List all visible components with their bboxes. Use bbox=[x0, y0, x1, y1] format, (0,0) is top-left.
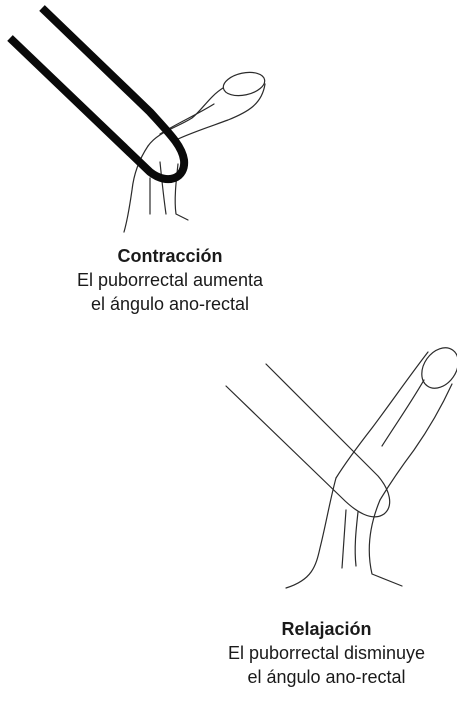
anal-canal-right-1 bbox=[159, 161, 167, 215]
puborectalis-muscle-contracted bbox=[7, 5, 189, 184]
rectum-wall-left-relaxed bbox=[335, 351, 429, 479]
contraction-title: Contracción bbox=[117, 246, 223, 266]
rectum-lower-wall bbox=[175, 83, 266, 141]
relaxation-description-line1: El puborrectal disminuye bbox=[227, 643, 426, 663]
relaxation-title: Relajación bbox=[281, 619, 372, 639]
anal-canal-left-relaxed bbox=[285, 477, 337, 589]
rectum-wall-right-relaxed bbox=[379, 383, 453, 501]
anal-canal-far-right-relaxed bbox=[368, 499, 403, 587]
anal-canal-right-relaxed bbox=[354, 511, 359, 567]
anal-canal-middle-relaxed bbox=[341, 509, 347, 569]
rectum-upper-wall bbox=[147, 87, 224, 147]
anal-canal-right-2 bbox=[174, 163, 189, 221]
contraction-description-line1: El puborrectal aumenta bbox=[76, 270, 264, 290]
rectum-inner-relaxed bbox=[381, 379, 425, 447]
anal-canal-left bbox=[123, 145, 149, 233]
relaxation-illustration bbox=[225, 347, 457, 589]
contraction-description-line2: el ángulo ano-rectal bbox=[90, 294, 250, 314]
relaxation-description-line2: el ángulo ano-rectal bbox=[247, 667, 406, 687]
relaxation-caption: Relajación El puborrectal disminuye el á… bbox=[196, 617, 457, 689]
rectum-opening-relaxed bbox=[421, 347, 457, 389]
puborectalis-muscle-relaxed-outer bbox=[225, 363, 391, 518]
contraction-illustration bbox=[7, 5, 266, 233]
contraction-caption: Contracción El puborrectal aumenta el án… bbox=[20, 244, 320, 316]
